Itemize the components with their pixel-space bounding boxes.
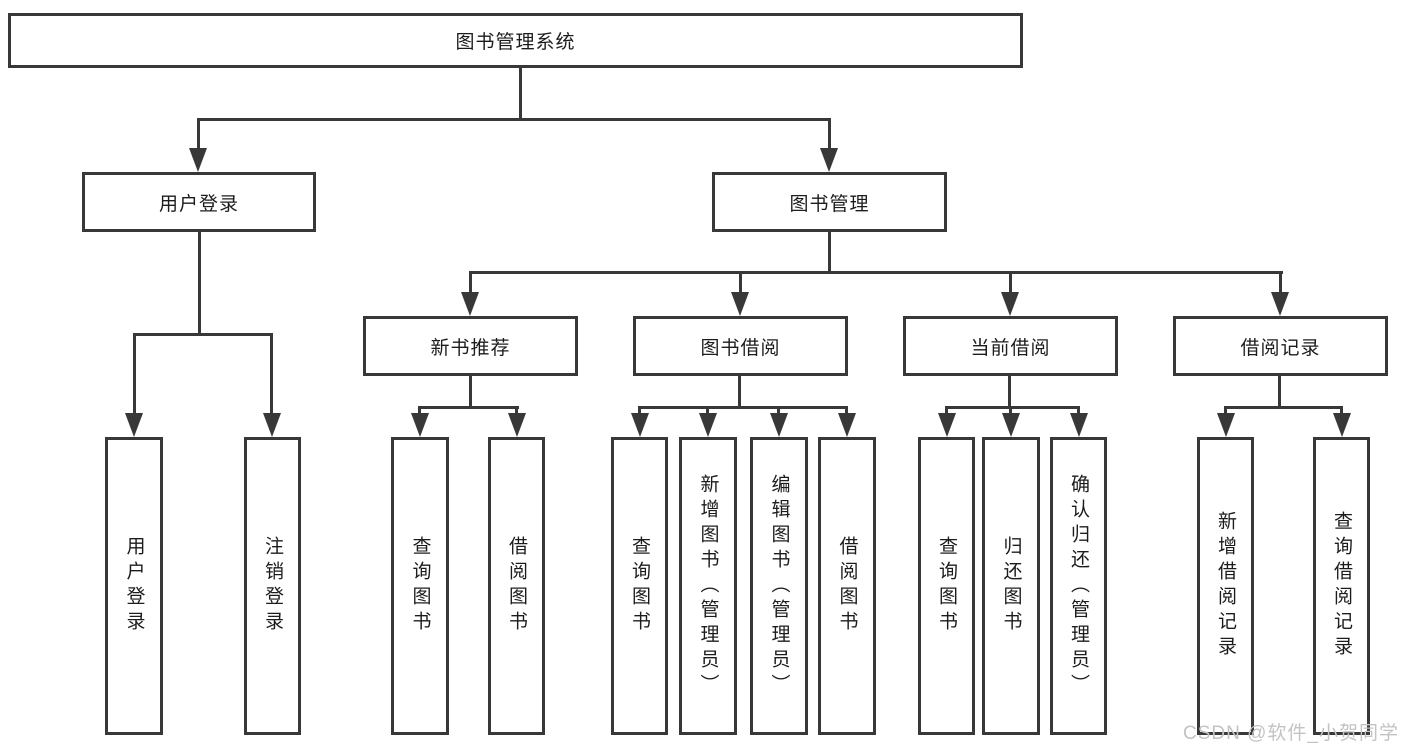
node-book-borrowing: 图书借阅 (633, 316, 848, 376)
node-user-login: 用户登录 (82, 172, 316, 232)
arrow-down-icon (125, 413, 143, 437)
connector-line (945, 406, 948, 415)
leaf-query-borrow-record: 查询借阅记录 (1313, 437, 1370, 735)
csdn-watermark: CSDN @软件_小贺同学 (1183, 723, 1399, 744)
connector-line (469, 271, 472, 296)
connector-line (133, 333, 136, 415)
leaf-logout: 注销登录 (244, 437, 301, 735)
node-borrowing-records: 借阅记录 (1173, 316, 1388, 376)
connector-line (515, 406, 518, 415)
connector-line (197, 118, 200, 152)
arrow-down-icon (263, 413, 281, 437)
connector-line (1340, 406, 1343, 415)
arrow-down-icon (838, 413, 856, 437)
connector-line (418, 406, 519, 409)
arrow-down-icon (1271, 292, 1289, 316)
leaf-query-books-borrowing: 查询图书 (611, 437, 668, 735)
connector-line (519, 68, 522, 121)
connector-line (828, 118, 831, 152)
connector-line (638, 406, 848, 409)
connector-line (638, 406, 641, 415)
arrow-down-icon (1001, 292, 1019, 316)
connector-line (197, 118, 831, 121)
arrow-down-icon (1333, 413, 1351, 437)
arrow-down-icon (699, 413, 717, 437)
connector-line (133, 333, 273, 336)
arrow-down-icon (1217, 413, 1235, 437)
node-new-book-recommendation: 新书推荐 (363, 316, 578, 376)
connector-line (469, 271, 1283, 274)
connector-line (1279, 271, 1282, 296)
arrow-down-icon (411, 413, 429, 437)
connector-line (1224, 406, 1227, 415)
node-book-management: 图书管理 (712, 172, 947, 232)
connector-line (738, 376, 741, 409)
arrow-down-icon (1002, 413, 1020, 437)
connector-line (469, 376, 472, 409)
arrow-down-icon (189, 148, 207, 172)
connector-line (1077, 406, 1080, 415)
arrow-down-icon (938, 413, 956, 437)
leaf-borrow-books-borrowing: 借阅图书 (818, 437, 876, 735)
leaf-query-books-recommend: 查询图书 (391, 437, 449, 735)
connector-line (1009, 406, 1012, 415)
connector-line (198, 232, 201, 336)
arrow-down-icon (770, 413, 788, 437)
leaf-return-book: 归还图书 (982, 437, 1040, 735)
connector-line (418, 406, 421, 415)
connector-line (777, 406, 780, 415)
leaf-borrow-books-recommend: 借阅图书 (488, 437, 545, 735)
arrow-down-icon (508, 413, 526, 437)
connector-line (828, 232, 831, 274)
arrow-down-icon (631, 413, 649, 437)
connector-line (1008, 376, 1011, 409)
connector-line (945, 406, 1080, 409)
node-current-borrowing: 当前借阅 (903, 316, 1118, 376)
connector-line (1224, 406, 1343, 409)
connector-line (845, 406, 848, 415)
arrow-down-icon (731, 292, 749, 316)
leaf-confirm-return-admin: 确认归还（管理员） (1050, 437, 1107, 735)
node-library-management-system: 图书管理系统 (8, 13, 1023, 68)
leaf-add-book-admin: 新增图书（管理员） (679, 437, 737, 735)
leaf-user-login: 用户登录 (105, 437, 163, 735)
connector-line (270, 333, 273, 415)
leaf-query-books-current: 查询图书 (918, 437, 975, 735)
connector-line (706, 406, 709, 415)
connector-line (1009, 271, 1012, 296)
leaf-add-borrow-record: 新增借阅记录 (1197, 437, 1254, 735)
connector-line (1278, 376, 1281, 409)
arrow-down-icon (461, 292, 479, 316)
arrow-down-icon (1070, 413, 1088, 437)
leaf-edit-book-admin: 编辑图书（管理员） (750, 437, 808, 735)
connector-line (739, 271, 742, 296)
arrow-down-icon (820, 148, 838, 172)
